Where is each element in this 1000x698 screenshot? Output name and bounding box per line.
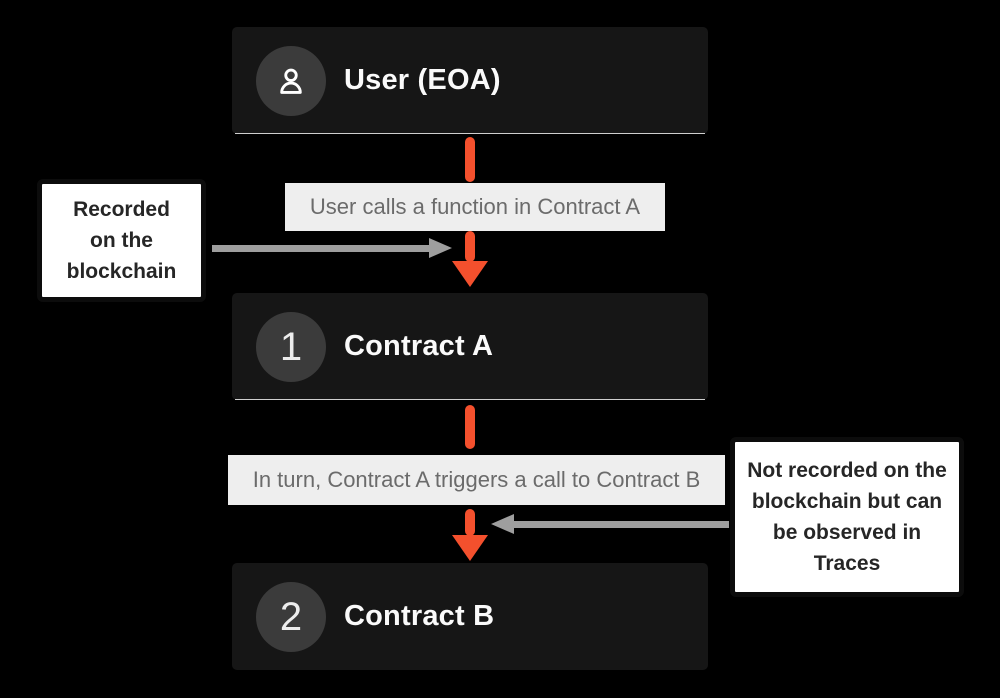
node-badge-1: 1 [256, 311, 326, 382]
annotation-traces-line: be observed in [772, 521, 922, 544]
node-title-contract-b: Contract B [344, 600, 495, 632]
user-icon [280, 68, 302, 94]
annotation-traces-line: blockchain but can [751, 490, 943, 513]
badge-number: 1 [279, 324, 303, 369]
arrow-user-to-a-head [452, 261, 488, 287]
annotation-recorded-line: on the [90, 229, 153, 252]
annotation-traces-line: Not recorded on the [747, 459, 947, 482]
node-avatar [256, 45, 326, 116]
arrow-a-to-b-head [452, 535, 488, 561]
annotation-traces-line: Traces [813, 552, 881, 575]
annotation-recorded-line: Recorded [73, 198, 170, 221]
annotation-recorded-line: blockchain [66, 260, 177, 283]
arrow-a-to-b-stem-bottom [465, 509, 475, 536]
annotation-recorded: Recorded on the blockchain [37, 179, 206, 302]
gray-arrow-traces-stem [513, 521, 729, 528]
badge-number: 2 [279, 594, 303, 639]
edge-label-user-to-a: User calls a function in Contract A [285, 183, 665, 231]
node-title-user: User (EOA) [344, 64, 501, 96]
flow-node-user: User (EOA) [232, 27, 708, 134]
node-title-contract-a: Contract A [344, 330, 494, 362]
gray-arrow-traces-head [491, 514, 514, 534]
node-badge-2: 2 [256, 581, 326, 652]
flow-node-contract-a: 1 Contract A [232, 293, 708, 400]
arrow-user-to-a-stem-bottom [465, 231, 475, 262]
flow-node-contract-b: 2 Contract B [232, 563, 708, 670]
annotation-traces: Not recorded on the blockchain but can b… [730, 437, 964, 597]
arrow-a-to-b-stem-top [465, 405, 475, 449]
edge-label-a-to-b: In turn, Contract A triggers a call to C… [228, 455, 725, 505]
gray-arrow-recorded-stem [212, 245, 430, 252]
gray-arrow-recorded-head [429, 238, 452, 258]
arrow-user-to-a-stem-top [465, 137, 475, 182]
